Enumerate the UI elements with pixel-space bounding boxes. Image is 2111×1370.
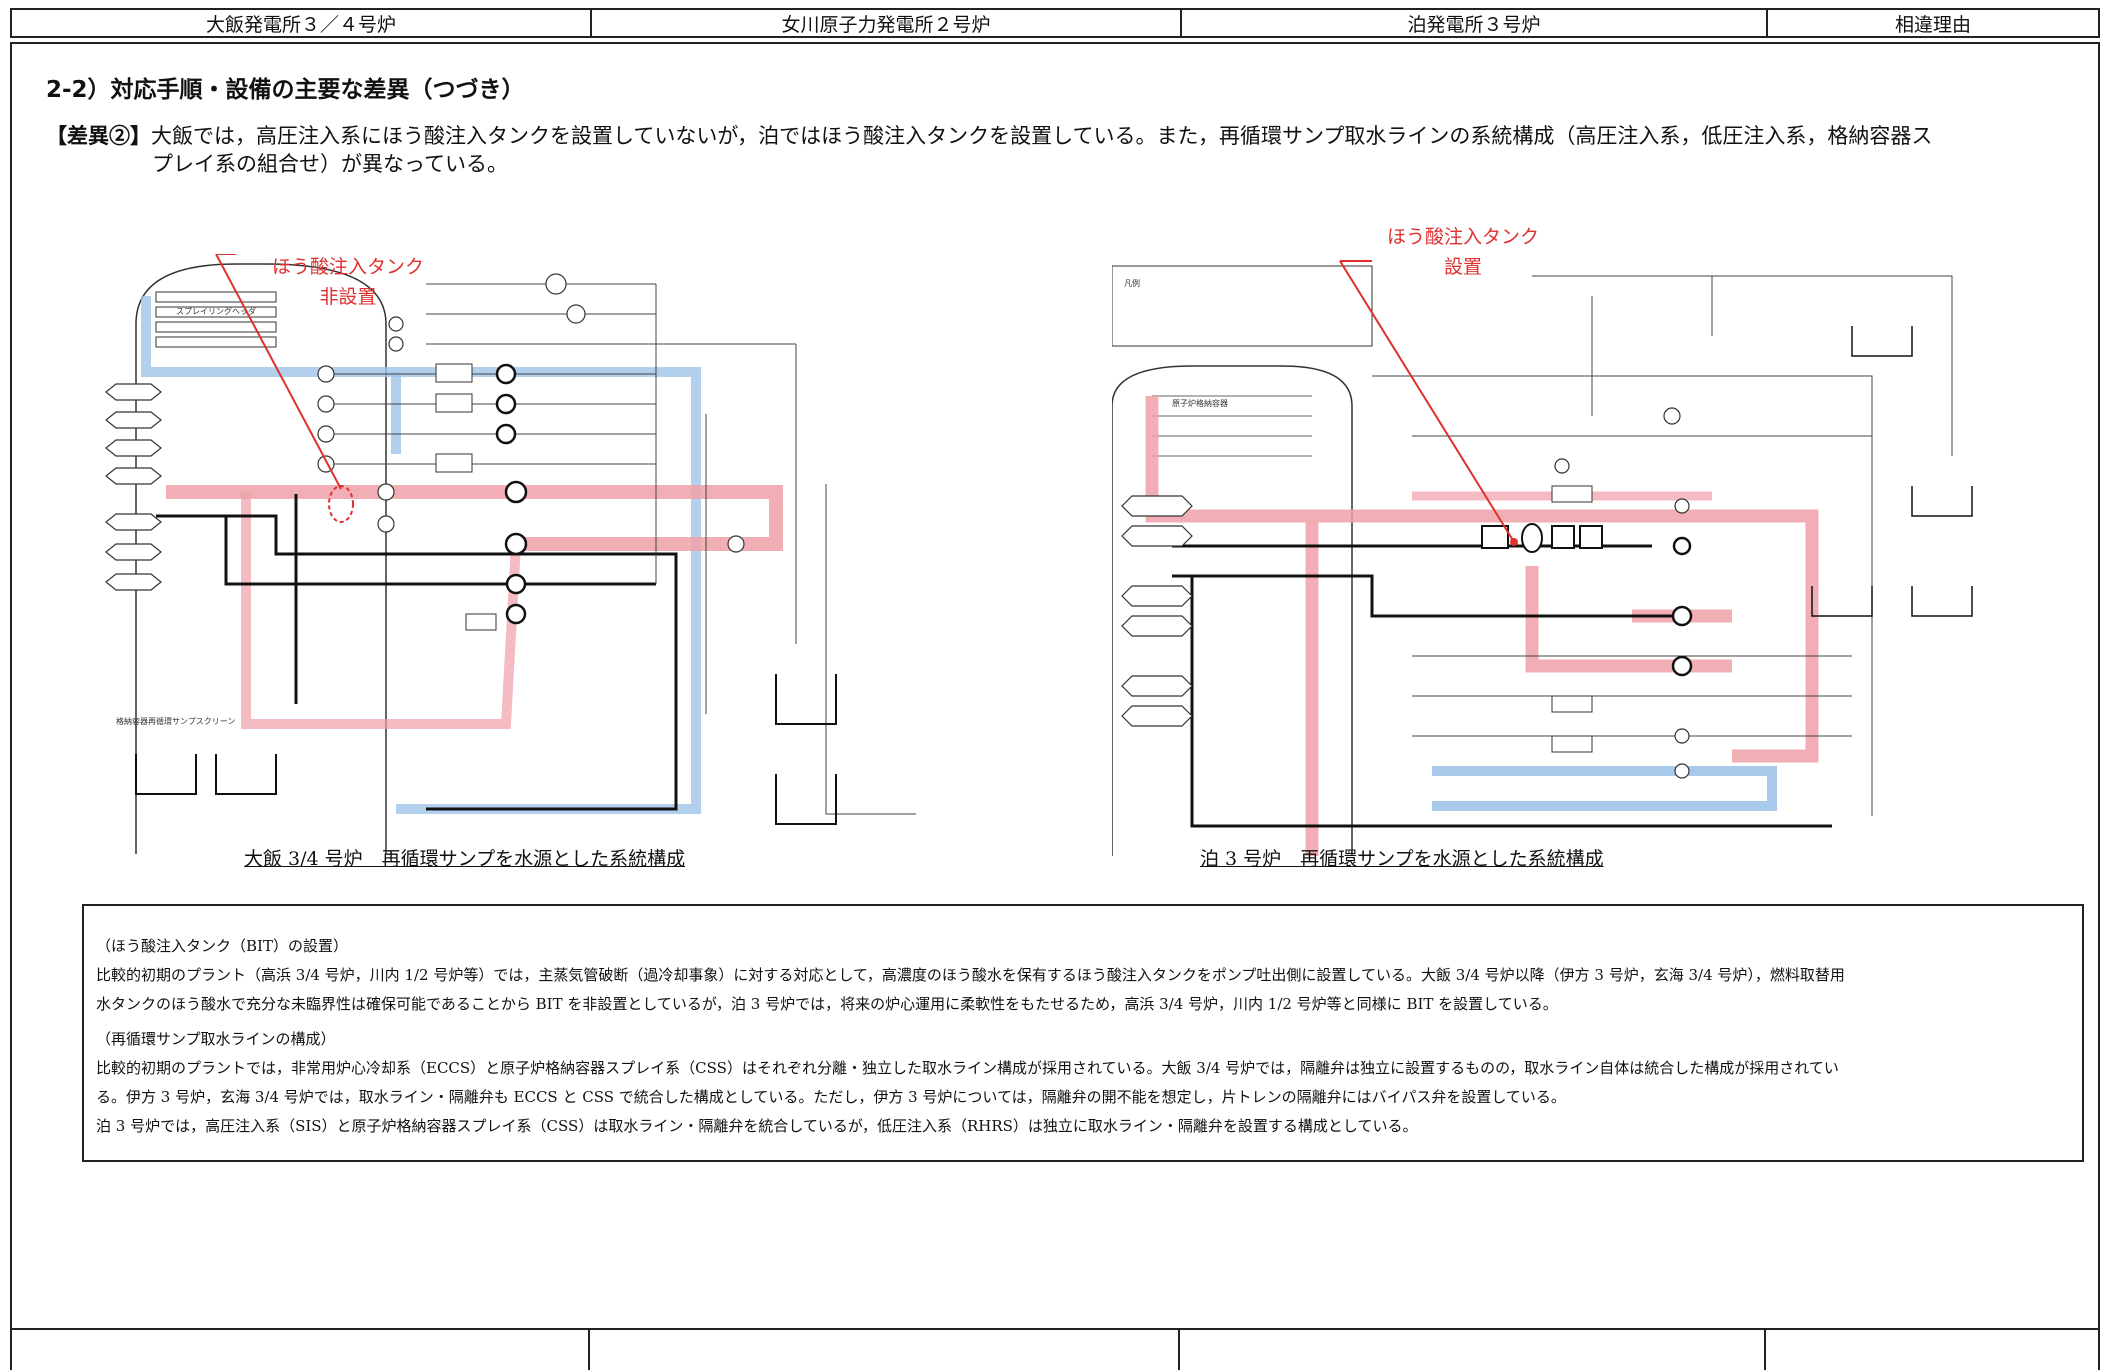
header-onagawa: 女川原子力発電所２号炉	[592, 10, 1182, 36]
note-bit-line1: 比較的初期のプラント（高浜 3/4 号炉，川内 1/2 号炉等）では，主蒸気管破…	[96, 966, 1845, 984]
note-heading-bit: （ほう酸注入タンク（BIT）の設置）	[96, 937, 348, 955]
svg-text:格納容器再循環サンプスクリーン: 格納容器再循環サンプスクリーン	[116, 716, 235, 726]
difference-line1: 大飯では，高圧注入系にほう酸注入タンクを設置していないが，泊ではほう酸注入タンク…	[151, 124, 1933, 148]
difference-line2: プレイ系の組合せ）が異なっている。	[152, 152, 508, 176]
tomari-callout-line2: 設置	[1444, 256, 1483, 278]
footer-cell-3	[1180, 1330, 1766, 1370]
ohi-system-diagram: スプレイリングヘッダ 格納容器再循環サンプスクリーン	[105, 254, 916, 854]
note-bit-line2: 水タンクのほう酸水で充分な未臨界性は確保可能であることから BIT を非設置とし…	[96, 995, 1558, 1013]
note-sump-line1: 比較的初期のプラントでは，非常用炉心冷却系（ECCS）と原子炉格納容器スプレイ系…	[96, 1059, 1839, 1077]
header-reason: 相違理由	[1894, 13, 1971, 36]
footer-cell-2	[590, 1330, 1180, 1370]
header-row: 大飯発電所３／４号炉 女川原子力発電所２号炉 泊発電所３号炉 相違理由	[10, 8, 2100, 38]
tomari-callout-line1: ほう酸注入タンク	[1387, 226, 1540, 248]
svg-text:凡例: 凡例	[1124, 278, 1140, 288]
footer-cell-1	[12, 1330, 590, 1370]
svg-text:スプレイリングヘッダ: スプレイリングヘッダ	[176, 306, 256, 316]
difference-text: 【差異②】大飯では，高圧注入系にほう酸注入タンクを設置していないが，泊ではほう酸…	[46, 122, 2086, 178]
svg-text:原子炉格納容器: 原子炉格納容器	[1172, 398, 1228, 408]
ohi-callout-line1: ほう酸注入タンク	[272, 256, 425, 278]
note-sump-line2: る。伊方 3 号炉，玄海 3/4 号炉では，取水ライン・隔離弁も ECCS と …	[96, 1088, 1566, 1106]
difference-tag: 【差異②】	[46, 123, 151, 148]
footer-row	[10, 1330, 2100, 1370]
header-ohi: 大飯発電所３／４号炉	[12, 10, 592, 36]
ohi-callout: ほう酸注入タンク 非設置	[272, 252, 424, 312]
section-title: 2-2）対応手順・設備の主要な差異（つづき）	[46, 77, 525, 103]
note-sump-line3: 泊 3 号炉では，高圧注入系（SIS）と原子炉格納容器スプレイ系（CSS）は取水…	[96, 1117, 1418, 1135]
main-panel: 2-2）対応手順・設備の主要な差異（つづき） 【差異②】大飯では，高圧注入系にほ…	[10, 42, 2100, 1330]
footer-cell-4	[1766, 1330, 2096, 1370]
note-heading-sump: （再循環サンプ取水ラインの構成）	[96, 1030, 336, 1048]
header-tomari: 泊発電所３号炉	[1182, 10, 1768, 36]
ohi-callout-line2: 非設置	[319, 286, 377, 308]
tomari-caption: 泊 3 号炉 再循環サンプを水源とした系統構成	[1200, 848, 1604, 870]
tomari-callout: ほう酸注入タンク 設置	[1387, 222, 1539, 282]
tomari-system-diagram: 凡例 原子炉格納容器	[1112, 260, 1973, 856]
ohi-caption: 大飯 3/4 号炉 再循環サンプを水源とした系統構成	[244, 848, 686, 870]
note-box: （ほう酸注入タンク（BIT）の設置） 比較的初期のプラント（高浜 3/4 号炉，…	[82, 904, 2084, 1162]
